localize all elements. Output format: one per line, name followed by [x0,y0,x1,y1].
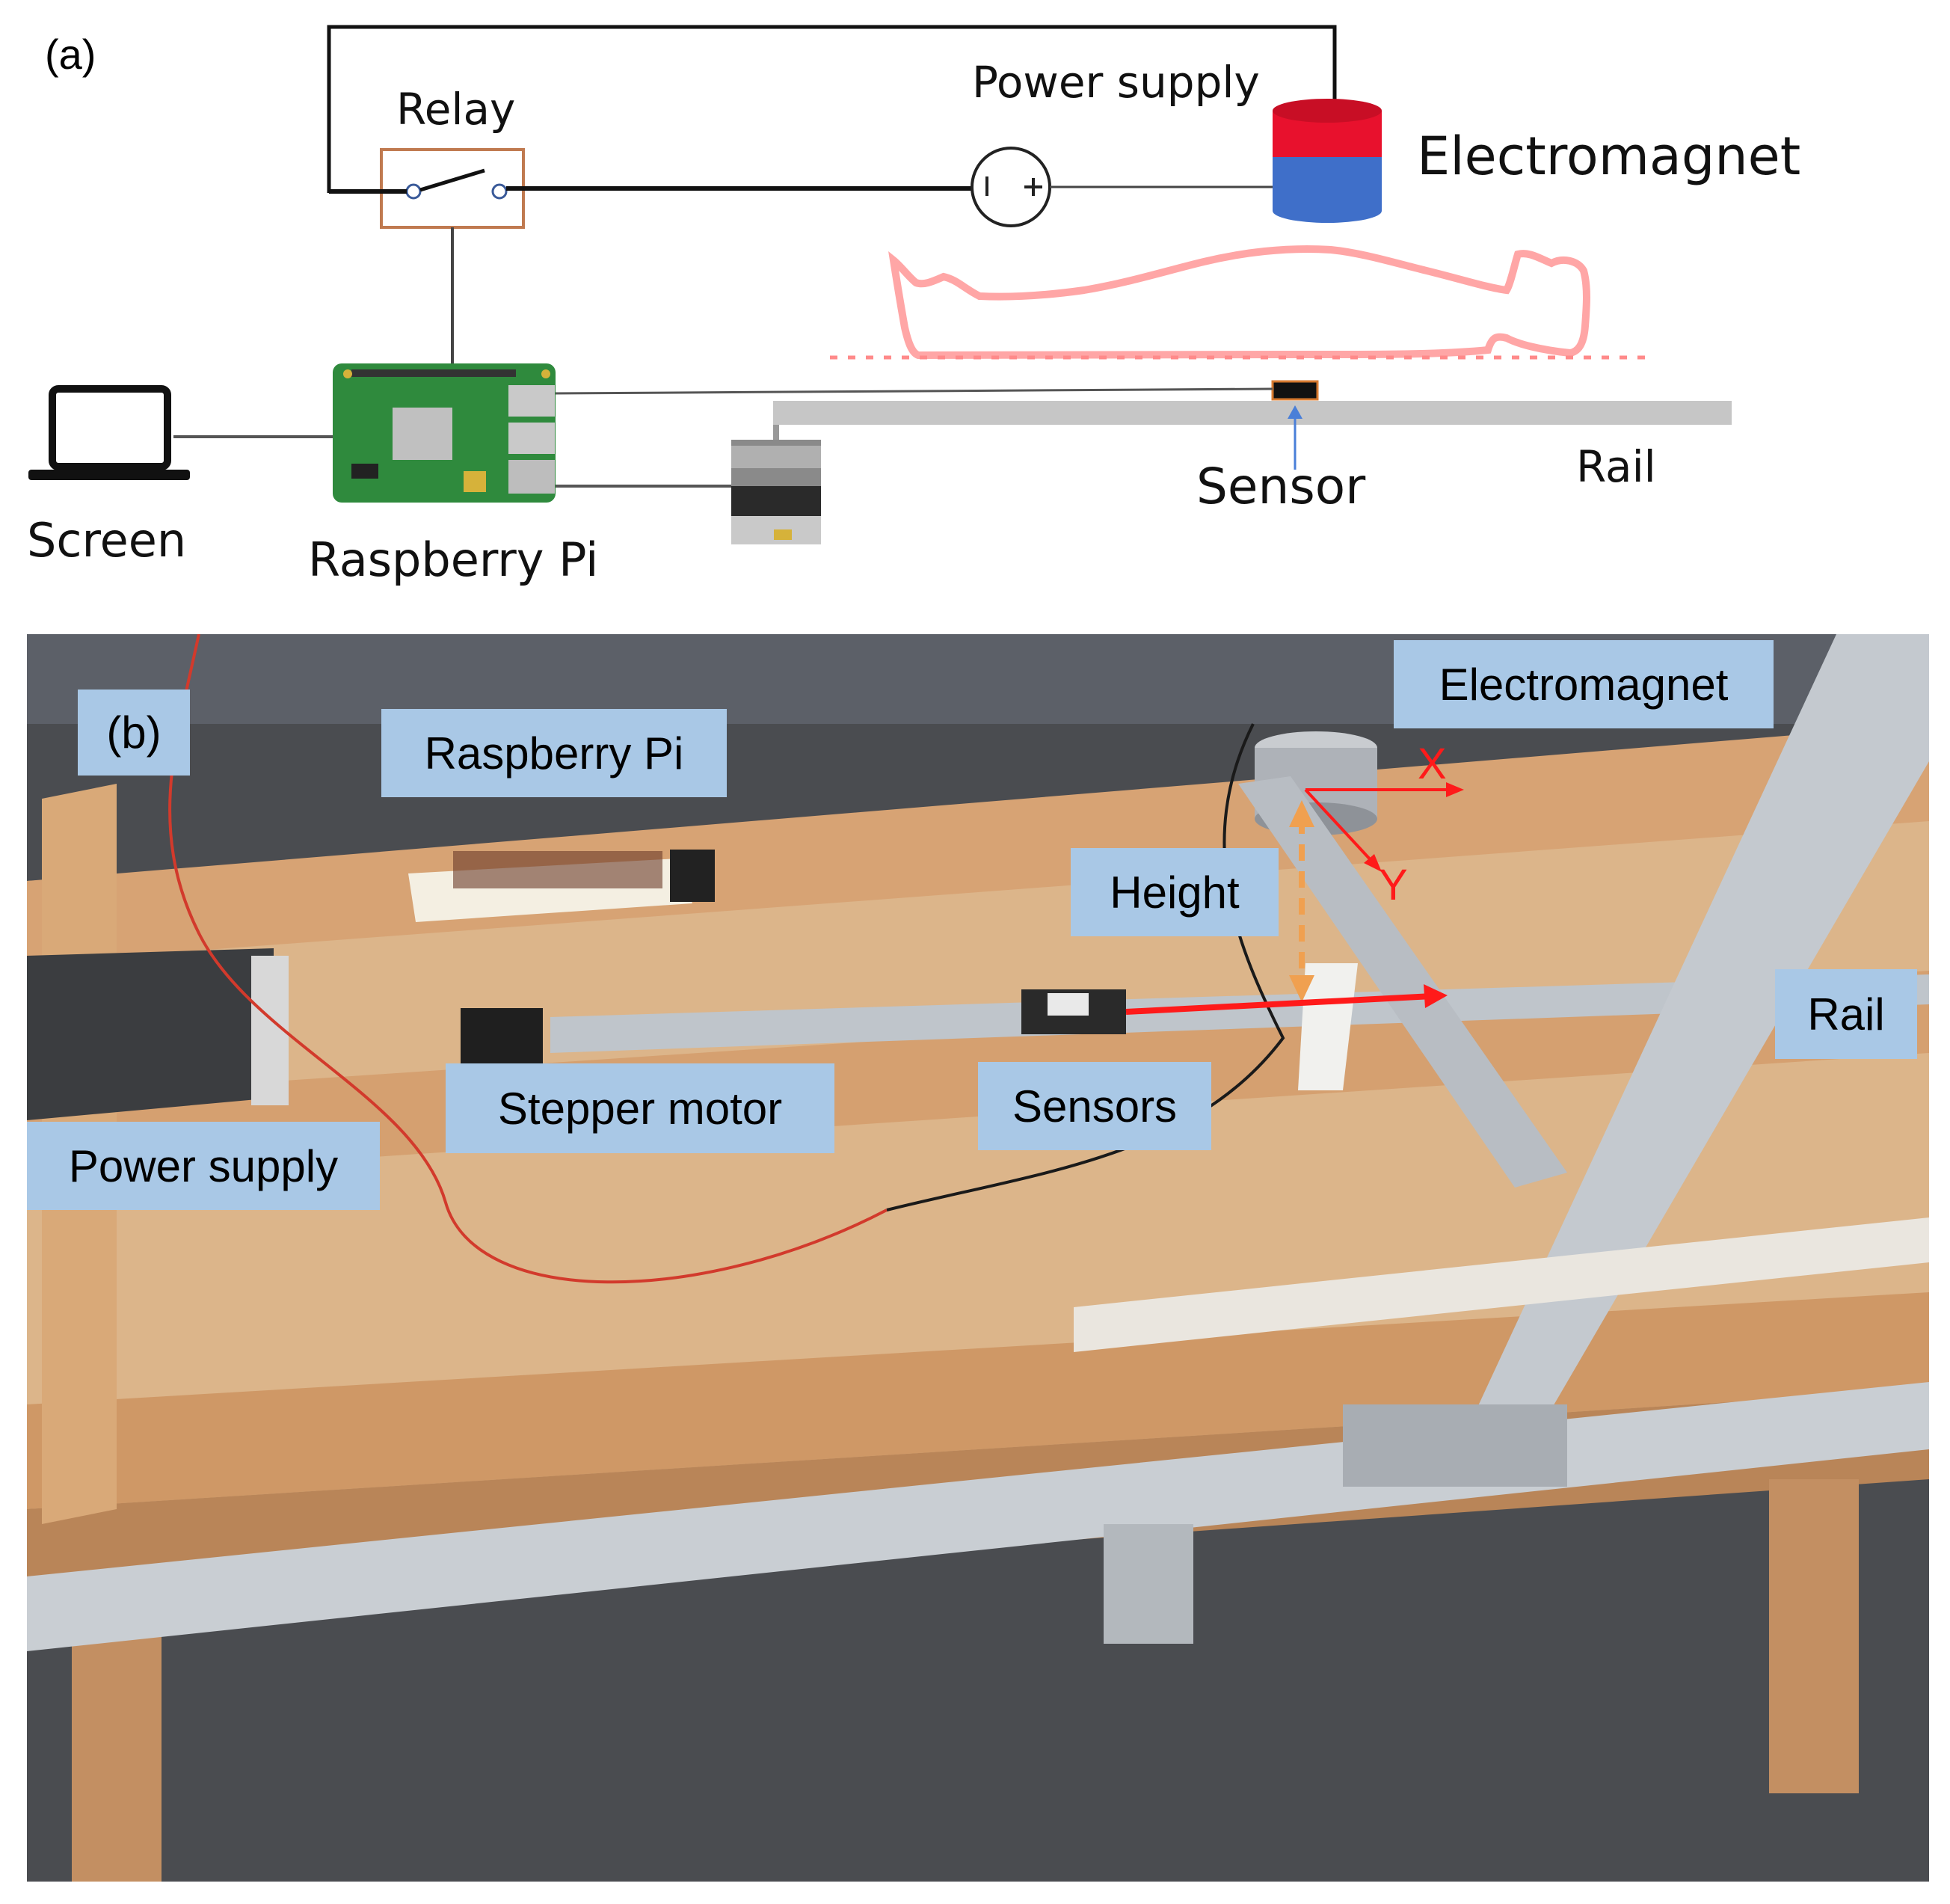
raspberry-pi-callout: Raspberry Pi [381,709,727,797]
sensor-pointer-head [1288,405,1302,419]
height-arrowhead-top [1289,800,1314,827]
plastic-strip [1074,1217,1929,1352]
linear-rail [550,974,1929,1053]
panel-a-label: (a) [45,31,96,78]
measurement-arrowhead [1424,984,1448,1008]
x-axis-label: X [1418,740,1447,788]
relay-switch-arm [419,168,485,192]
rail-bar [773,401,1732,425]
relay-label: Relay [396,84,516,135]
top-wire [327,25,1337,193]
sensor-tag [1048,993,1089,1016]
sensor-label: Sensor [1196,458,1366,515]
schematic-diagram: (a) Relay Power supply Electromagnet Sen… [0,0,1950,613]
rail-label: Rail [1576,441,1656,492]
relay-contact-right [491,183,508,200]
power-supply-label: Power supply [972,57,1260,108]
y-axis-arrowhead [1364,854,1382,872]
pi-to-sensor-wire [554,387,1273,395]
measurement-arrow [1125,993,1433,1015]
schematic-svg [28,25,1732,544]
panel-b-label: (b) [78,690,190,776]
raspberry-pi-board [333,363,556,503]
setup-photo: (b) Raspberry Pi Electromagnet Height X … [27,634,1929,1882]
support-arm [1238,776,1567,1188]
white-cylinder [1298,963,1358,1090]
table-leg-right [1769,1479,1859,1793]
lower-bracket [1104,1524,1193,1644]
power-supply-callout: Power supply [27,1122,380,1210]
y-axis-label: Y [1379,861,1408,909]
pi-module [670,850,715,902]
magnet-cap [1273,99,1382,123]
sensor-block [1271,380,1319,401]
raspberry-pi-label: Raspberry Pi [308,532,599,587]
pi-wiring [453,851,662,888]
stepper-motor-icon [731,425,821,544]
front-beam [27,1292,1929,1509]
x-axis-arrowhead [1446,782,1464,797]
y-axis-arrow [1304,788,1374,864]
setup-photo-svg [27,634,1929,1882]
power-supply-box [27,948,274,1120]
corner-bracket [1343,1404,1567,1487]
table-leg-left [72,1614,162,1882]
electromagnet-label: Electromagnet [1417,126,1801,187]
sensors-callout: Sensors [978,1062,1211,1150]
magnet-bottom-half [1273,157,1382,211]
relay-contact-left [405,183,422,200]
body-silhouette [888,245,1590,360]
rail-callout: Rail [1775,969,1917,1059]
height-arrowhead-bottom [1289,975,1314,1002]
electromagnet-callout: Electromagnet [1394,640,1774,728]
height-callout: Height [1071,848,1279,936]
red-wire [168,634,888,1284]
screen-label: Screen [27,513,187,568]
stepper-motor-callout: Stepper motor [446,1063,834,1153]
black-wire [886,723,1285,1212]
laptop-icon [28,385,190,480]
